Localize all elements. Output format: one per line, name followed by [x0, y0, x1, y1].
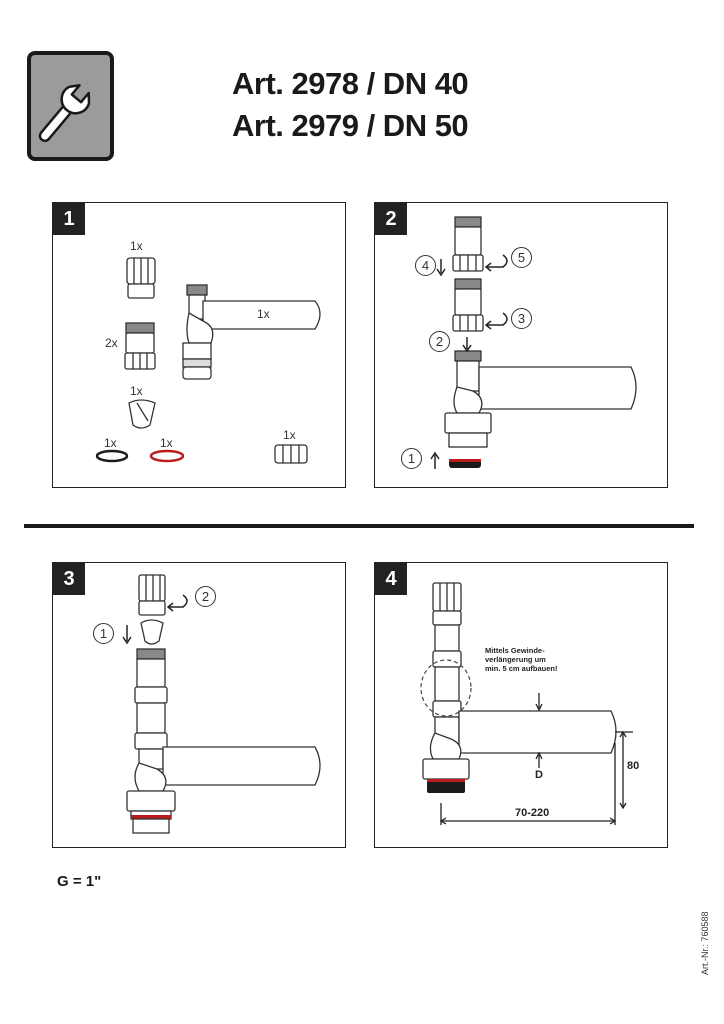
step-panel-3: 3 1 2	[52, 562, 346, 848]
step-1-marker: 1	[93, 623, 114, 644]
step-4-marker: 4	[415, 255, 436, 276]
panel-number: 1	[53, 203, 85, 235]
step-panel-2: 2 4 5 3 2 1	[374, 202, 668, 488]
qty-nut: 1x	[283, 428, 296, 442]
qty-adapter: 2x	[105, 336, 118, 350]
step-panel-4: 4 Mittels Gewinde-	[374, 562, 668, 848]
panel-number: 3	[53, 563, 85, 595]
qty-valve: 1x	[130, 384, 143, 398]
step-3-marker: 3	[511, 308, 532, 329]
section-divider	[24, 524, 694, 528]
panel-number: 2	[375, 203, 407, 235]
step-2-marker: 2	[429, 331, 450, 352]
thread-size: G = 1"	[57, 873, 102, 890]
installation-drawing	[420, 582, 633, 825]
qty-ring-black: 1x	[104, 436, 117, 450]
step-2-marker: 2	[195, 586, 216, 607]
assembly-illustration	[122, 574, 321, 834]
parts-illustration	[95, 257, 321, 464]
dimension-width: 70-220	[515, 807, 550, 819]
panel-number: 4	[375, 563, 407, 595]
step-panel-1: 1 1x 2x	[52, 202, 346, 488]
qty-ring-red: 1x	[160, 436, 173, 450]
title-line-1: Art. 2978 / DN 40	[232, 66, 469, 101]
wrench-icon-box	[27, 51, 114, 161]
installation-note: Mittels Gewinde- verlängerung um min. 5 …	[485, 646, 558, 673]
qty-union-nut: 1x	[130, 239, 143, 253]
step-5-marker: 5	[511, 247, 532, 268]
wrench-icon	[38, 84, 91, 143]
assembly-illustration	[430, 216, 637, 469]
step-1-marker: 1	[401, 448, 422, 469]
dimension-height: 80	[627, 760, 640, 772]
article-number: Art.-Nr.: 760588	[700, 911, 710, 975]
title-line-2: Art. 2979 / DN 50	[232, 108, 469, 143]
qty-siphon: 1x	[257, 307, 270, 321]
dimension-d: D	[535, 769, 543, 781]
